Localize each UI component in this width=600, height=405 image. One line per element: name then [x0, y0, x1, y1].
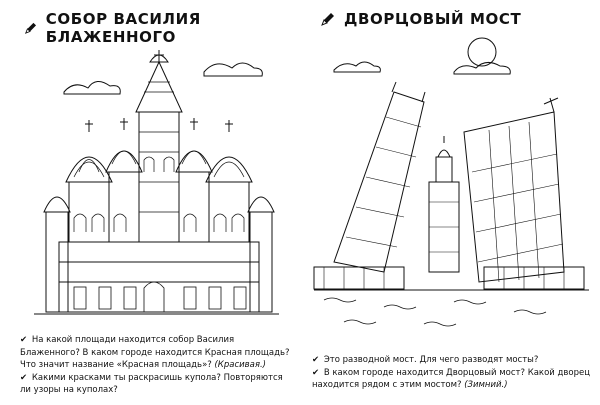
right-title-text: ДВОРЦОВЫЙ МОСТ: [344, 10, 522, 28]
left-title: СОБОР ВАСИЛИЯ БЛАЖЕННОГО: [24, 10, 296, 46]
right-panel: ДВОРЦОВЫЙ МОСТ: [304, 0, 596, 405]
check-icon: ✔: [20, 372, 28, 383]
right-questions: ✔ Это разводной мост. Для чего разводят …: [312, 354, 592, 392]
answer-text: (Зимний.): [464, 380, 508, 390]
question-item: ✔ Это разводной мост. Для чего разводят …: [312, 354, 592, 367]
pencil-icon: [24, 22, 37, 34]
left-panel: СОБОР ВАСИЛИЯ БЛАЖЕННОГО: [4, 0, 296, 405]
check-icon: ✔: [312, 367, 320, 378]
bridge-illustration: [313, 37, 589, 327]
left-title-text: СОБОР ВАСИЛИЯ БЛАЖЕННОГО: [45, 10, 201, 46]
pencil-icon: [321, 13, 334, 26]
question-text: В каком городе находится Дворцовый мост?…: [312, 367, 590, 391]
answer-text: (Красивая.): [214, 360, 266, 370]
question-item: ✔ Какими красками ты раскрасишь купола? …: [20, 372, 290, 397]
question-text: Это разводной мост. Для чего разводят мо…: [323, 355, 539, 365]
question-text: На какой площади находится собор Василия…: [20, 335, 290, 370]
question-text: Какими красками ты раскрасишь купола? По…: [20, 372, 283, 396]
question-item: ✔ На какой площади находится собор Васил…: [20, 334, 290, 372]
question-item: ✔ В каком городе находится Дворцовый мос…: [312, 367, 592, 392]
right-title: ДВОРЦОВЫЙ МОСТ: [320, 10, 521, 28]
check-icon: ✔: [20, 335, 28, 345]
left-questions: ✔ На какой площади находится собор Васил…: [20, 334, 290, 397]
check-icon: ✔: [312, 355, 320, 365]
cathedral-illustration: [34, 50, 279, 315]
